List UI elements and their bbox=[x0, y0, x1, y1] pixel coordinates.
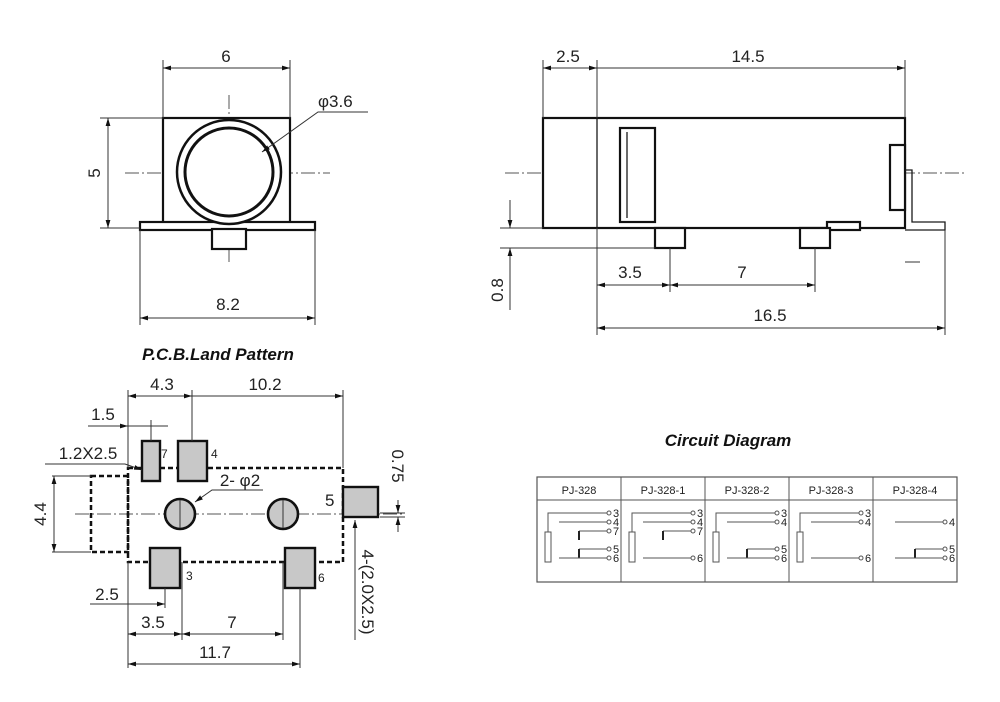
pad-3 bbox=[148, 546, 182, 590]
pad-7 bbox=[140, 439, 162, 483]
dim-10-2: 10.2 bbox=[248, 375, 281, 394]
pin-number: 3 bbox=[697, 508, 703, 520]
dim-holes: 2- φ2 bbox=[220, 471, 260, 490]
pin-7-label: 7 bbox=[161, 447, 168, 461]
pin-terminal bbox=[606, 519, 612, 525]
pin-terminal bbox=[858, 555, 864, 561]
pin-number: 3 bbox=[613, 508, 619, 520]
pin-terminal bbox=[690, 510, 696, 516]
side-body-length-label: 14.5 bbox=[731, 47, 764, 66]
plug-contact bbox=[712, 531, 720, 563]
pin-terminal bbox=[606, 510, 612, 516]
circuit-column-name: PJ-328-3 bbox=[809, 485, 854, 497]
pin-height-label: 0.8 bbox=[488, 278, 507, 302]
front-view: 6 5 8.2 φ3.6 bbox=[85, 47, 368, 325]
pin-number: 6 bbox=[865, 553, 871, 565]
side-view: 2.5 14.5 0.8 3.5 7 16.5 bbox=[488, 47, 965, 335]
pin-number: 7 bbox=[613, 526, 619, 538]
pin-terminal bbox=[774, 519, 780, 525]
circuit-column: PJ-328-2 34 56 bbox=[704, 477, 787, 582]
pin-number: 6 bbox=[613, 553, 619, 565]
dim-0-75: 0.75 bbox=[388, 449, 407, 482]
pin-number: 6 bbox=[949, 553, 955, 565]
plug-contact bbox=[796, 531, 804, 563]
dim-3-5: 3.5 bbox=[141, 613, 165, 632]
pin-number: 3 bbox=[781, 508, 787, 520]
pin-number: 4 bbox=[781, 517, 787, 529]
diameter-label: φ3.6 bbox=[318, 92, 353, 111]
pin-terminal bbox=[690, 528, 696, 534]
dim-pad-small: 1.2X2.5 bbox=[59, 444, 118, 463]
pin-terminal bbox=[690, 555, 696, 561]
circuit-column-name: PJ-328-2 bbox=[725, 485, 770, 497]
circuit-column-name: PJ-328-1 bbox=[641, 485, 686, 497]
pin-terminal bbox=[774, 546, 780, 552]
circuit-column: PJ-328-3 34 6 bbox=[788, 477, 871, 582]
front-base-width-label: 8.2 bbox=[216, 295, 240, 314]
dim-11-7: 11.7 bbox=[199, 643, 231, 662]
pin-number: 5 bbox=[781, 544, 787, 556]
dim-1-5: 1.5 bbox=[91, 405, 115, 424]
total-length-label: 16.5 bbox=[753, 306, 786, 325]
pin-terminal bbox=[774, 555, 780, 561]
circuit-column: PJ-328-1 347 6 bbox=[620, 477, 703, 582]
circuit-column: PJ-328-4 4 56 bbox=[872, 477, 955, 582]
pin-terminal bbox=[606, 546, 612, 552]
pin-terminal bbox=[606, 555, 612, 561]
dim-7: 7 bbox=[227, 613, 236, 632]
front-height-label: 5 bbox=[85, 168, 104, 177]
circuit-column-name: PJ-328-4 bbox=[893, 485, 938, 497]
dim-4-3: 4.3 bbox=[150, 375, 174, 394]
pin-spacing-label: 7 bbox=[737, 263, 746, 282]
pad-5 bbox=[341, 485, 380, 519]
pin-number: 4 bbox=[697, 517, 703, 529]
pin-number: 4 bbox=[865, 517, 871, 529]
pin-number: 7 bbox=[697, 526, 703, 538]
dim-4-4: 4.4 bbox=[31, 502, 50, 526]
pin-3-label: 3 bbox=[186, 569, 193, 583]
dim-2-5: 2.5 bbox=[95, 585, 119, 604]
pin-number: 5 bbox=[949, 544, 955, 556]
pin-number: 3 bbox=[865, 508, 871, 520]
jack-opening-inner bbox=[183, 126, 275, 218]
plug-contact bbox=[544, 531, 552, 563]
pin-terminal bbox=[942, 519, 948, 525]
pin-terminal bbox=[858, 519, 864, 525]
pin-terminal bbox=[690, 519, 696, 525]
pin-offset-label: 3.5 bbox=[618, 263, 642, 282]
dim-pads: 4-(2.0X2.5) bbox=[358, 549, 377, 634]
pin-terminal bbox=[942, 555, 948, 561]
pin-terminal bbox=[774, 510, 780, 516]
pad-4 bbox=[176, 439, 209, 483]
side-front-length-label: 2.5 bbox=[556, 47, 580, 66]
pin-terminal bbox=[942, 546, 948, 552]
land-pattern: P.C.B.Land Pattern 7 4 5 3 6 4.3 10.2 1.… bbox=[31, 345, 407, 668]
circuit-column-name: PJ-328 bbox=[562, 485, 597, 497]
pin-number: 6 bbox=[781, 553, 787, 565]
plug-contact bbox=[628, 531, 636, 563]
pin-number: 4 bbox=[613, 517, 619, 529]
circuit-diagram: Circuit Diagram PJ-32834756PJ-328-13476P… bbox=[536, 431, 958, 583]
pin-4-label: 4 bbox=[211, 447, 218, 461]
pin-6-label: 6 bbox=[318, 571, 325, 585]
circuit-column: PJ-328 347 56 bbox=[544, 485, 619, 565]
circuit-title: Circuit Diagram bbox=[665, 431, 792, 450]
pin-number: 5 bbox=[613, 544, 619, 556]
pin-5-label: 5 bbox=[325, 491, 334, 510]
pin-number: 6 bbox=[697, 553, 703, 565]
pin-terminal bbox=[858, 510, 864, 516]
pin-number: 4 bbox=[949, 517, 955, 529]
pad-6 bbox=[283, 546, 317, 590]
front-width-label: 6 bbox=[221, 47, 230, 66]
land-pattern-title: P.C.B.Land Pattern bbox=[142, 345, 294, 364]
pin-terminal bbox=[606, 528, 612, 534]
